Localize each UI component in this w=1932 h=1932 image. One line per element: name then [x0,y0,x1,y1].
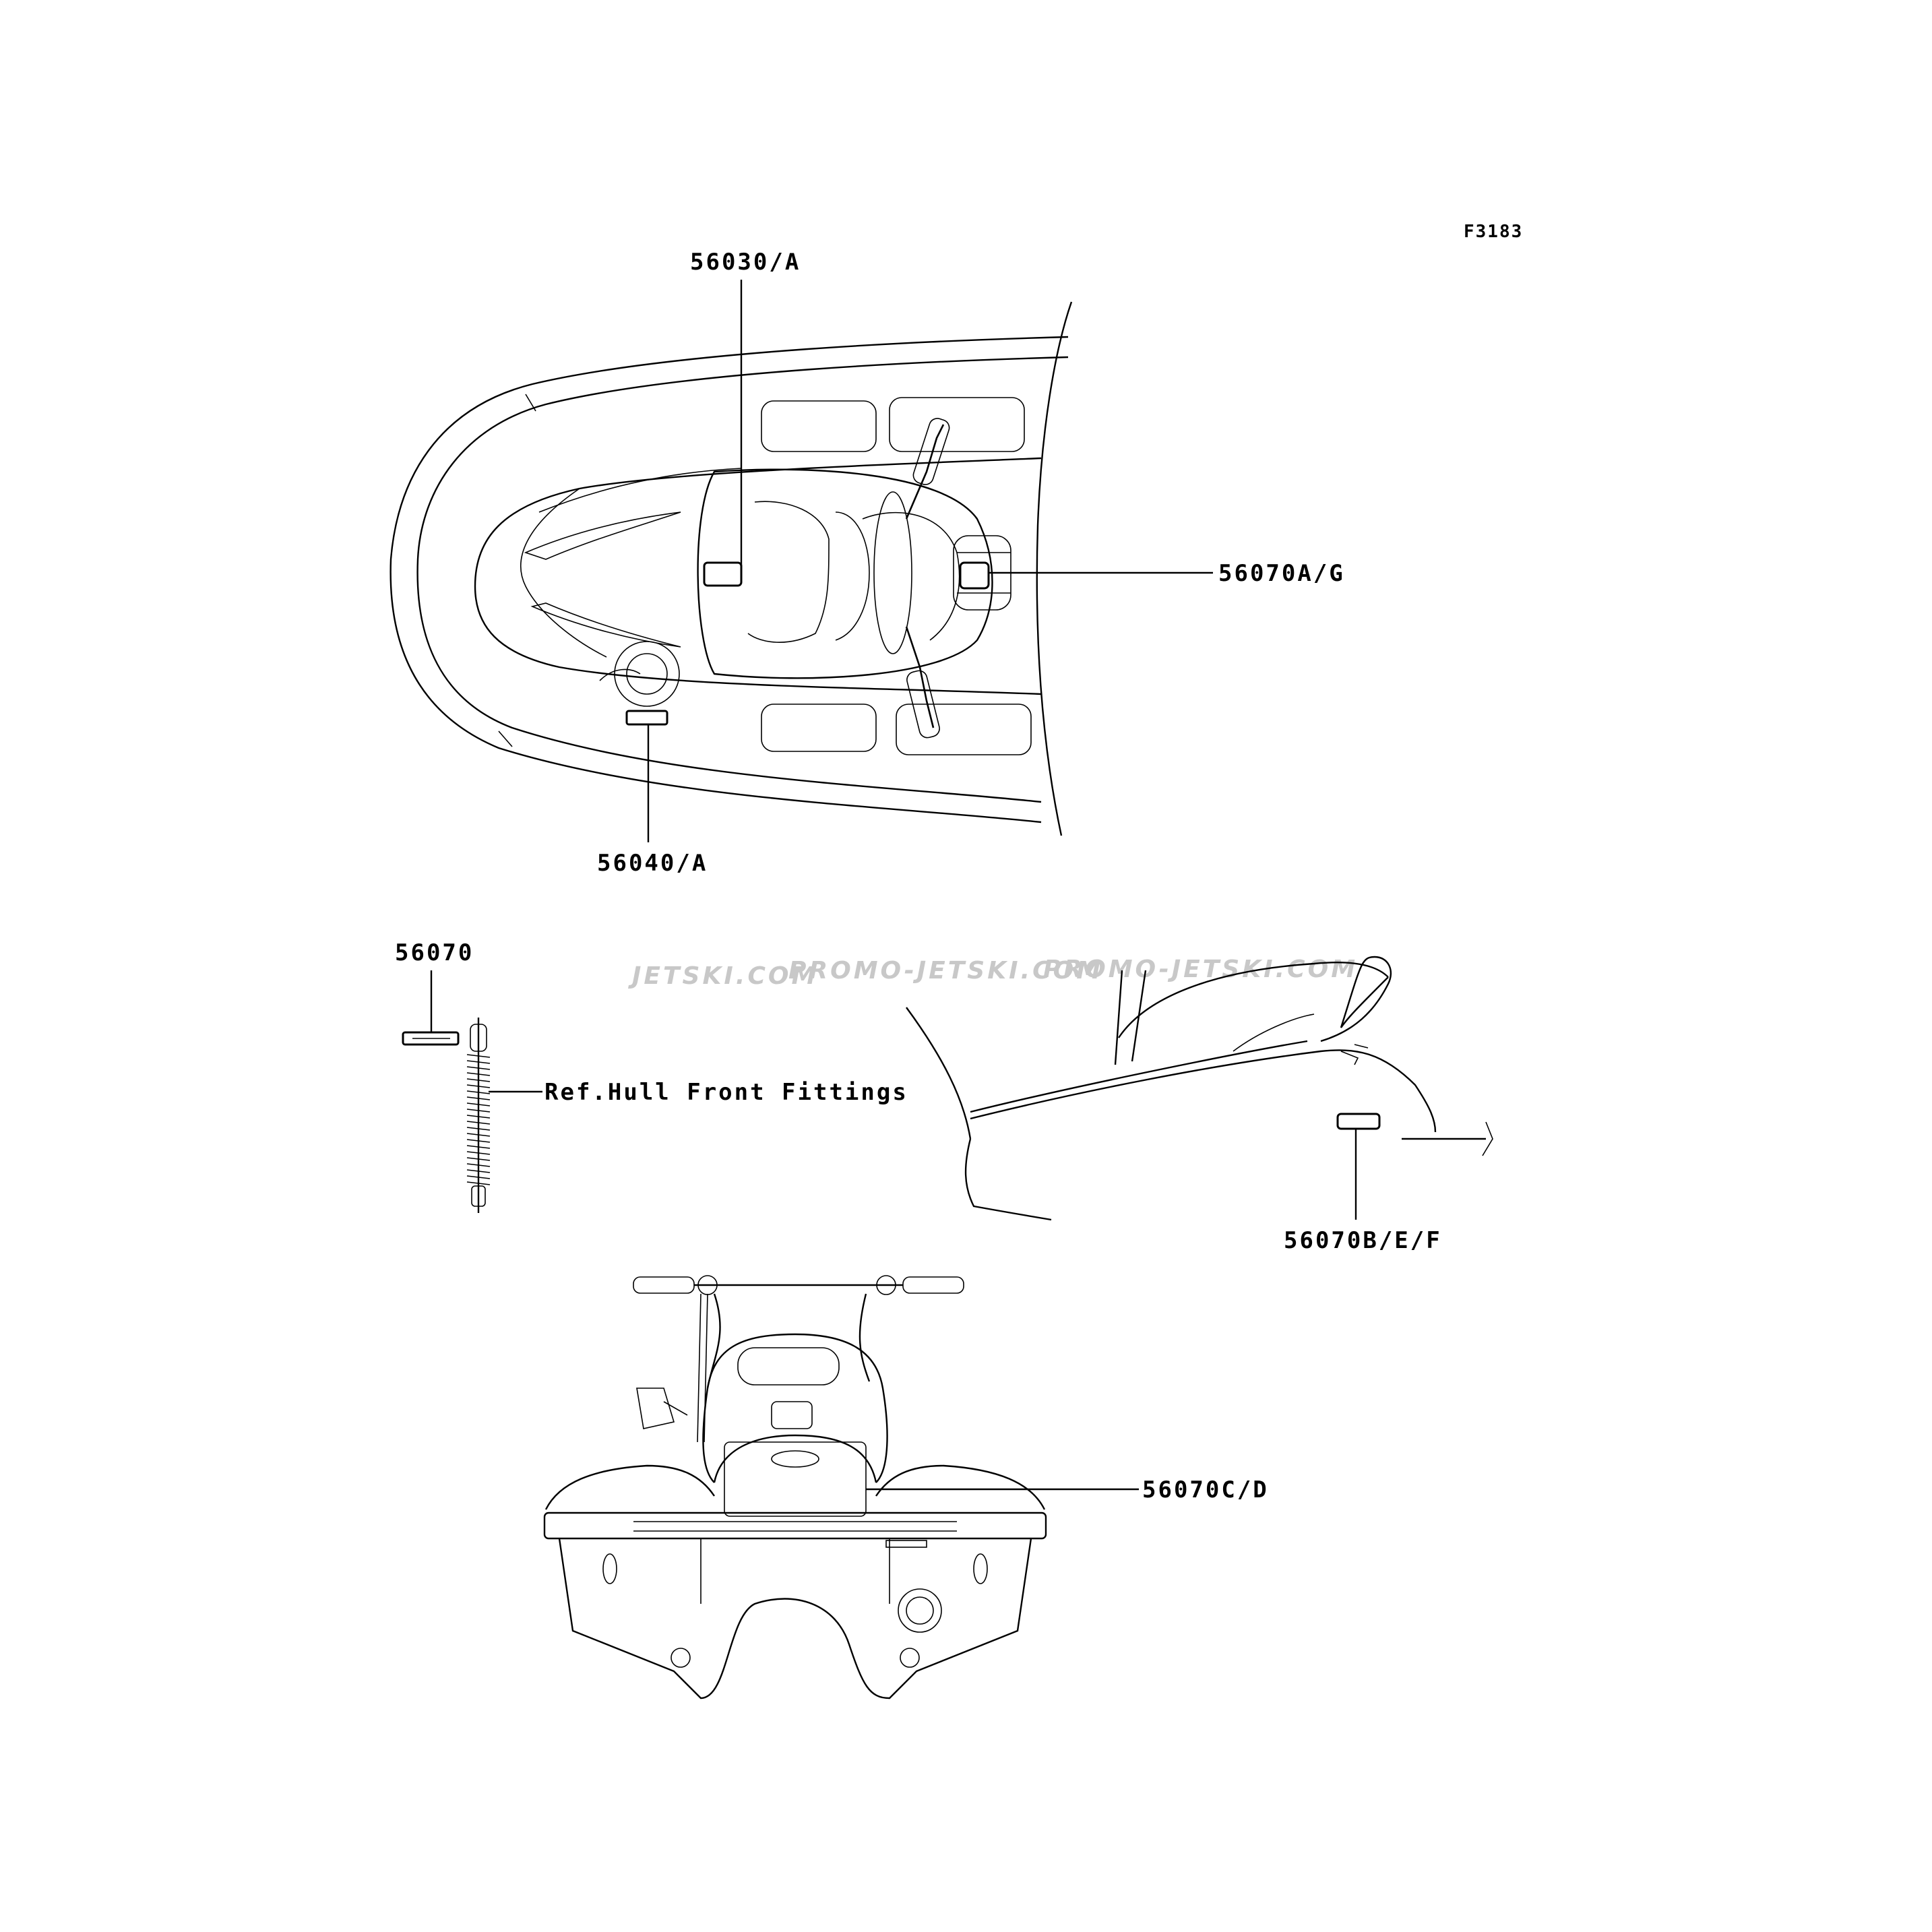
spring-coil [466,1084,491,1088]
side-view-drawing [906,956,1493,1221]
spring-coil [466,1096,491,1100]
spring-coil [466,1109,491,1113]
spring-coil [466,1115,491,1119]
spring-coil [466,1145,491,1149]
spring-coil [466,1060,491,1064]
spring-coil [466,1175,491,1179]
spring-coil [466,1139,491,1143]
callout-56070ag: 56070A/G [1218,560,1345,587]
top-view-drawing [389,301,1073,836]
spring-coil [466,1078,491,1082]
spring-coil [466,1169,491,1173]
decal-56030a [703,561,743,587]
spring-coil [466,1102,491,1107]
watermark-3: PROMO-JETSKI.COM [1043,956,1358,983]
decal-56070ag [959,561,990,590]
rear-view-drawing [543,1275,1047,1700]
callout-56070cd: 56070C/D [1142,1476,1269,1503]
callout-56030a: 56030/A [690,249,801,276]
figure-code: F3183 [1464,222,1523,242]
callout-ref-hull: Ref.Hull Front Fittings [544,1079,908,1106]
callout-56040a: 56040/A [597,850,708,877]
spring-coil [466,1127,491,1131]
logo-emblem [614,641,680,707]
spring-coil [466,1151,491,1155]
callout-56070: 56070 [395,939,474,966]
spring-coil [466,1181,491,1185]
decal-56040a [625,710,668,726]
spring-coil [466,1054,491,1058]
callout-56070bef: 56070B/E/F [1284,1227,1442,1254]
spring-coil [466,1157,491,1161]
watermark-1: JETSKI.COM [628,962,818,990]
spring-fitting-drawing [402,1018,491,1213]
watermark-2: PROMO-JETSKI.COM [788,957,1103,985]
spring-coil [466,1066,491,1070]
spring-coil [466,1133,491,1137]
spring-coil [466,1072,491,1076]
decal-56070bef [1336,1113,1381,1130]
spring-coil [466,1090,491,1094]
spring-coil [466,1121,491,1125]
spring-coil [466,1163,491,1167]
